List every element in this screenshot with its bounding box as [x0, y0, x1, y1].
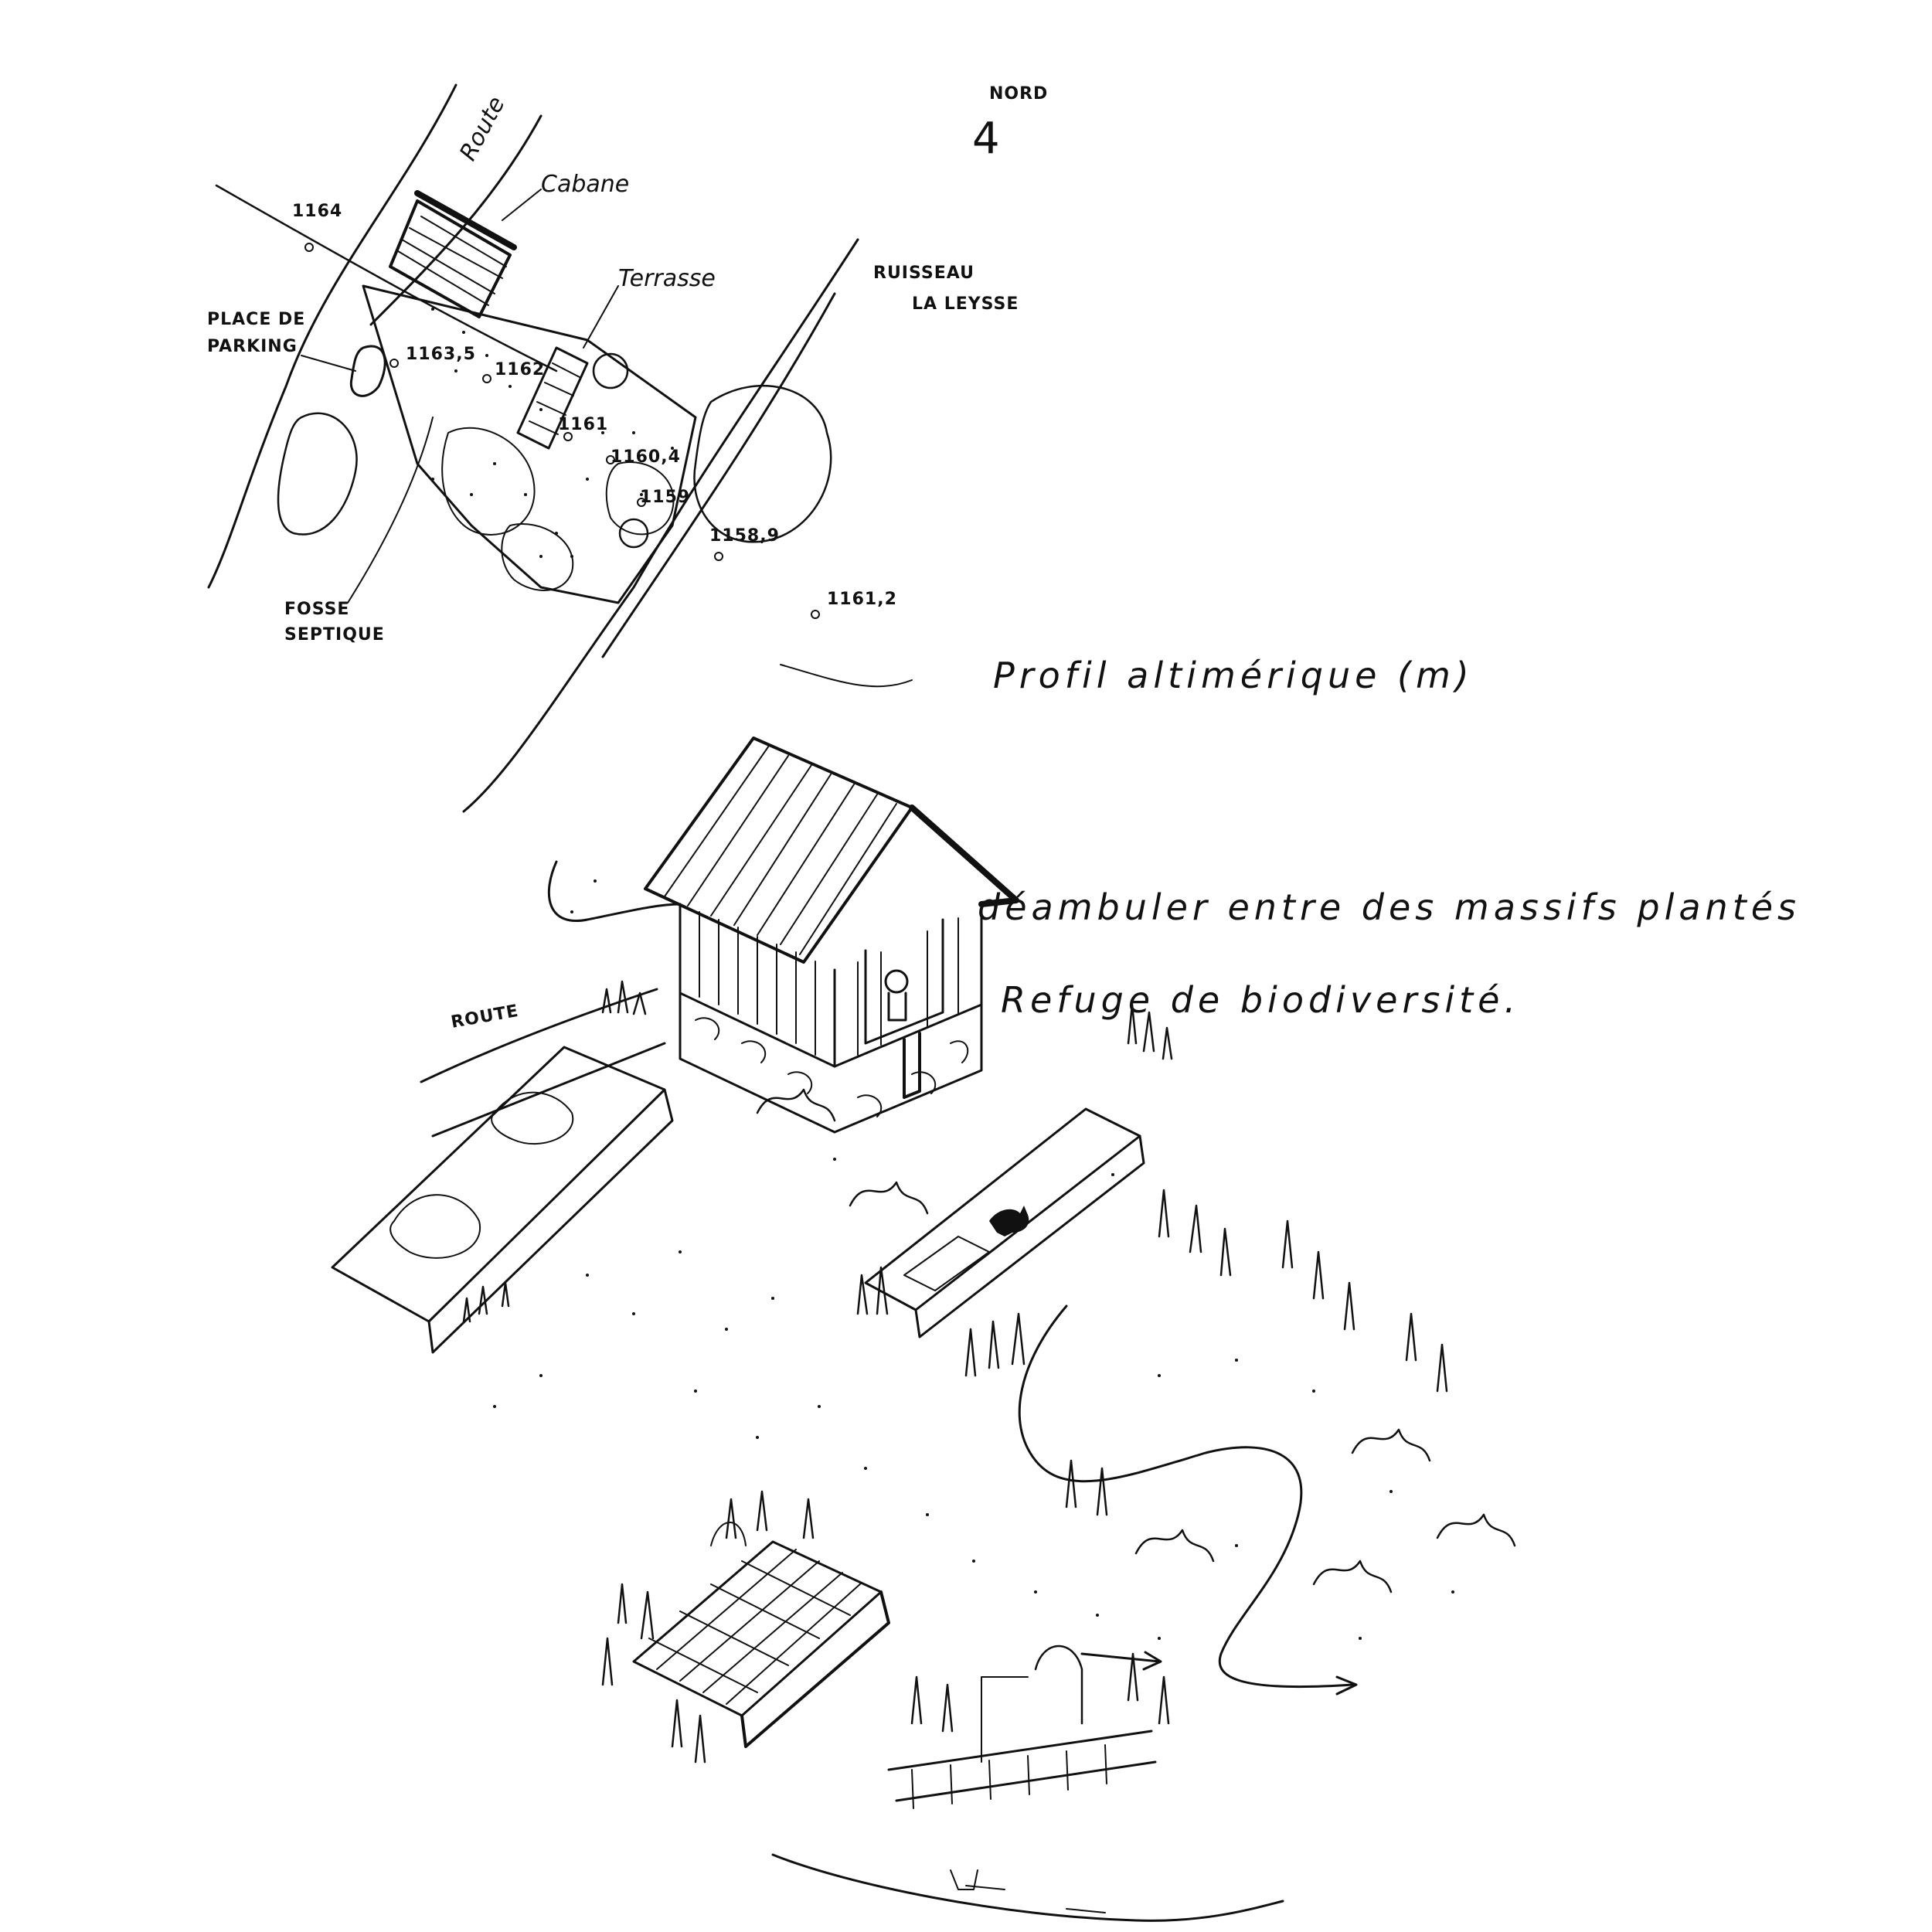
vegetation [462, 980, 1516, 1594]
plot-outline [362, 284, 697, 604]
shrub-icon [592, 352, 629, 389]
stream-line [601, 292, 836, 658]
planted-massif [441, 427, 536, 536]
cat-icon [989, 1206, 1029, 1236]
path-arrow [1080, 1651, 1162, 1671]
leader-line [583, 285, 619, 349]
tree-icon [693, 385, 832, 543]
stippling [493, 879, 1454, 1640]
north-symbol: 4 [972, 114, 1000, 164]
septic-label-2: SEPTIQUE [284, 625, 385, 645]
cabin-label: Cabane [541, 171, 629, 198]
perspective-sketch: ROUTE [331, 736, 1801, 1922]
elevation-label: 1164 [292, 202, 342, 221]
leader-line [347, 417, 434, 604]
leader-line [301, 355, 356, 372]
road-line [207, 83, 457, 589]
parking-label-2: PARKING [207, 337, 298, 356]
elevation-label: 1161,2 [827, 590, 897, 609]
meander-path [1018, 1304, 1354, 1689]
stream-line [462, 238, 859, 813]
planted-massif [605, 461, 675, 536]
elevation-label: 1162 [495, 360, 545, 379]
elevation-points [304, 243, 820, 619]
profile-caption: Profil altimérique (m) [993, 655, 1474, 696]
stippling [431, 308, 674, 558]
annotation-refuge: Refuge de biodiversité. [1001, 979, 1520, 1021]
site-plan: NORD 4 Route Cabane Terrasse RUISSEAU LA… [207, 83, 1474, 813]
elevation-label: 1160,4 [611, 447, 681, 467]
pergola-bed [601, 1490, 890, 1764]
planted-massif [501, 523, 574, 591]
plan-terrace [516, 346, 589, 450]
septic-label-1: FOSSE [284, 600, 349, 619]
elevation-label: 1159 [640, 488, 690, 507]
stream-label-2: LA LEYSSE [912, 294, 1019, 314]
perspective-cabin [644, 736, 1019, 1134]
north-label: NORD [989, 84, 1048, 104]
terrace-label: Terrasse [618, 265, 716, 292]
leader-line [502, 189, 542, 221]
tree-icon [277, 412, 358, 536]
road-line [431, 1042, 666, 1138]
parking-label-1: PLACE DE [207, 310, 305, 329]
slope-line [771, 1853, 1284, 1922]
stream-label-1: RUISSEAU [873, 264, 975, 283]
road-label: Route [454, 92, 510, 165]
road-line [369, 114, 543, 326]
road-line [420, 988, 658, 1083]
plan-cabin [389, 190, 517, 318]
elevation-label: 1158,9 [709, 526, 780, 546]
fence-hives [887, 1645, 1170, 1913]
elevation-label: 1163,5 [406, 345, 476, 364]
annotation-wander: déambuler entre des massifs plantés [978, 886, 1801, 928]
path-arrow [1335, 1675, 1358, 1696]
raised-bed [331, 1046, 674, 1354]
water-trough [864, 1107, 1145, 1338]
car-icon [349, 345, 386, 397]
elevation-label: 1161 [558, 415, 608, 434]
perspective-road-label: ROUTE [450, 1002, 521, 1032]
leader-line [780, 664, 913, 688]
axis-line [215, 184, 558, 372]
terrain-line [547, 860, 682, 922]
